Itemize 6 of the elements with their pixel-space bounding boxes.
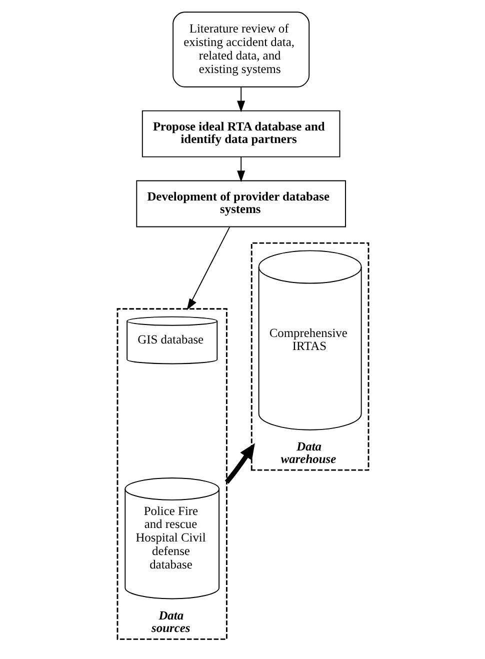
arrow [236, 86, 245, 112]
node-box: Literature review of existing accident data, related data, and existing systems [172, 12, 310, 88]
node-box: Propose ideal RTA database and identify data partners [141, 110, 340, 158]
node-box: Development of provider database systems [136, 180, 346, 228]
arrow [186, 226, 230, 310]
arrow [236, 156, 245, 182]
